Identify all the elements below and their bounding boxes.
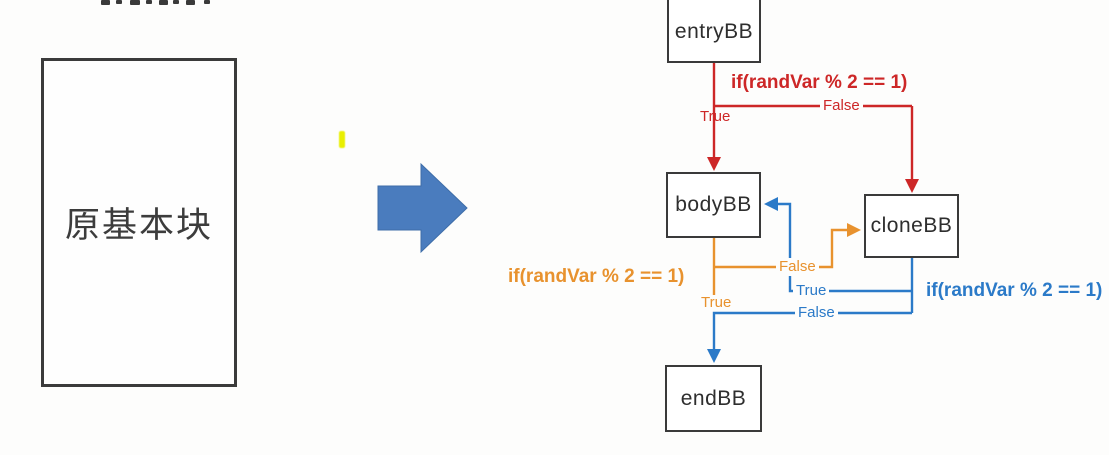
yellow-highlight-mark	[339, 131, 345, 148]
node-endBB: endBB	[665, 365, 762, 432]
edge-label-clone-true: True	[793, 282, 830, 300]
edge-label-entry-true: True	[700, 108, 731, 125]
node-bodyBB-label: bodyBB	[675, 193, 752, 216]
text-fragment	[173, 0, 179, 4]
text-fragment	[116, 0, 122, 4]
condition-cloneBB: if(randVar % 2 == 1)	[926, 280, 1103, 301]
text-fragment	[146, 0, 152, 4]
condition-entryBB: if(randVar % 2 == 1)	[731, 72, 908, 93]
node-entryBB-label: entryBB	[674, 19, 754, 43]
edge-label-clone-false: False	[795, 304, 838, 322]
arrowhead-into-bodyBB-right	[764, 197, 778, 211]
arrowhead-into-bodyBB-top	[707, 157, 721, 171]
condition-bodyBB: if(randVar % 2 == 1)	[508, 266, 685, 287]
edge-label-body-true: True	[701, 294, 732, 311]
node-bodyBB: bodyBB	[666, 172, 761, 238]
text-fragment	[159, 0, 168, 5]
original-basic-block: 原基本块	[41, 58, 237, 387]
text-fragment	[101, 0, 110, 5]
text-fragment	[186, 0, 195, 5]
original-basic-block-label: 原基本块	[64, 206, 213, 245]
arrowhead-into-cloneBB-left	[847, 223, 861, 237]
edge-label-body-false: False	[776, 258, 819, 276]
text-fragment	[130, 0, 140, 5]
node-endBB-label: endBB	[680, 386, 747, 410]
arrowhead-into-cloneBB-top	[905, 179, 919, 193]
node-cloneBB-label: cloneBB	[870, 214, 953, 237]
node-cloneBB: cloneBB	[864, 194, 959, 258]
node-entryBB: entryBB	[667, 0, 761, 63]
edge-label-entry-false: False	[820, 97, 863, 115]
text-fragment	[204, 0, 210, 4]
arrowhead-into-endBB-top	[707, 349, 721, 363]
